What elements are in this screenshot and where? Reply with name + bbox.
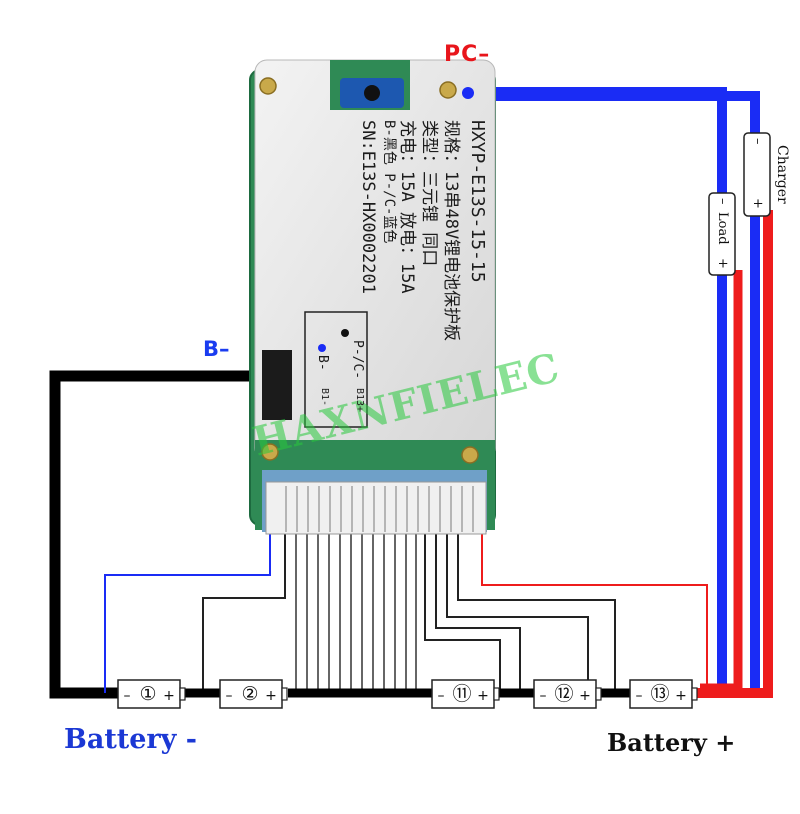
cell-plus-label: + bbox=[477, 688, 489, 704]
cell-num-label: ⑬ bbox=[650, 683, 669, 705]
cell-plus-label: + bbox=[675, 688, 687, 704]
cell-num-label: ⑫ bbox=[554, 683, 573, 705]
charger-label: Charger bbox=[774, 145, 790, 204]
battery-cell-1: –① + bbox=[117, 679, 186, 709]
cell-plus-label: + bbox=[579, 688, 591, 704]
load-plus: + bbox=[715, 258, 730, 269]
charger-plus: + bbox=[750, 198, 765, 209]
cells-group: –①+–②+–⑪+–⑫+–⑬+ bbox=[117, 679, 698, 709]
cell-minus-label: – bbox=[124, 688, 131, 704]
b-minus-label: B– bbox=[203, 337, 230, 361]
red-wire-battery-plus bbox=[690, 210, 773, 698]
black-wire-b-minus bbox=[49, 370, 262, 699]
pcb-board bbox=[249, 59, 496, 535]
board-type: 类型：三元锂 同口 bbox=[419, 120, 439, 267]
board-current: 充电：15A 放电：15A bbox=[397, 120, 417, 294]
battery-cell-2: –② + bbox=[219, 679, 288, 709]
cell-num-label: ⑪ bbox=[452, 683, 471, 705]
cell-minus-label: – bbox=[636, 688, 643, 704]
charger-minus: – bbox=[750, 138, 765, 145]
cell-plus-label: + bbox=[265, 688, 277, 704]
cell-num-label: ② bbox=[241, 683, 258, 705]
load-label: Load bbox=[715, 212, 730, 245]
pc-minus-label: PC– bbox=[444, 42, 491, 67]
battery-plus-label: Battery + bbox=[607, 728, 736, 757]
battery-cell-5: –⑬ + bbox=[629, 679, 698, 709]
battery-cell-4: –⑫ + bbox=[533, 679, 602, 709]
load-box bbox=[708, 192, 736, 276]
cell-num-label: ① bbox=[139, 683, 156, 705]
battery-minus-label: Battery - bbox=[64, 724, 197, 755]
cell-minus-label: – bbox=[540, 688, 547, 704]
board-colors: B-黑色 P-/C-蓝色 bbox=[381, 120, 397, 244]
cell-minus-label: – bbox=[438, 688, 445, 704]
charger-box bbox=[743, 132, 771, 217]
pad-b-label: B- bbox=[315, 355, 330, 371]
pad-b1-label: B1- bbox=[319, 388, 330, 407]
cell-minus-label: – bbox=[226, 688, 233, 704]
board-serial: SN:E13S-HX0002201 bbox=[358, 120, 378, 294]
pad-pc-label: P-/C- bbox=[350, 340, 365, 380]
pad-b13-label: B13+ bbox=[354, 388, 365, 413]
board-model: HXYP-E13S-15-15 bbox=[467, 120, 488, 283]
board-spec: 规格：13串48V锂电池保护板 bbox=[441, 120, 461, 342]
load-minus: – bbox=[715, 198, 730, 205]
cell-plus-label: + bbox=[163, 688, 175, 704]
blue-wire-pc-minus bbox=[488, 87, 760, 690]
balance-wires bbox=[104, 530, 708, 693]
battery-cell-3: –⑪ + bbox=[431, 679, 500, 709]
